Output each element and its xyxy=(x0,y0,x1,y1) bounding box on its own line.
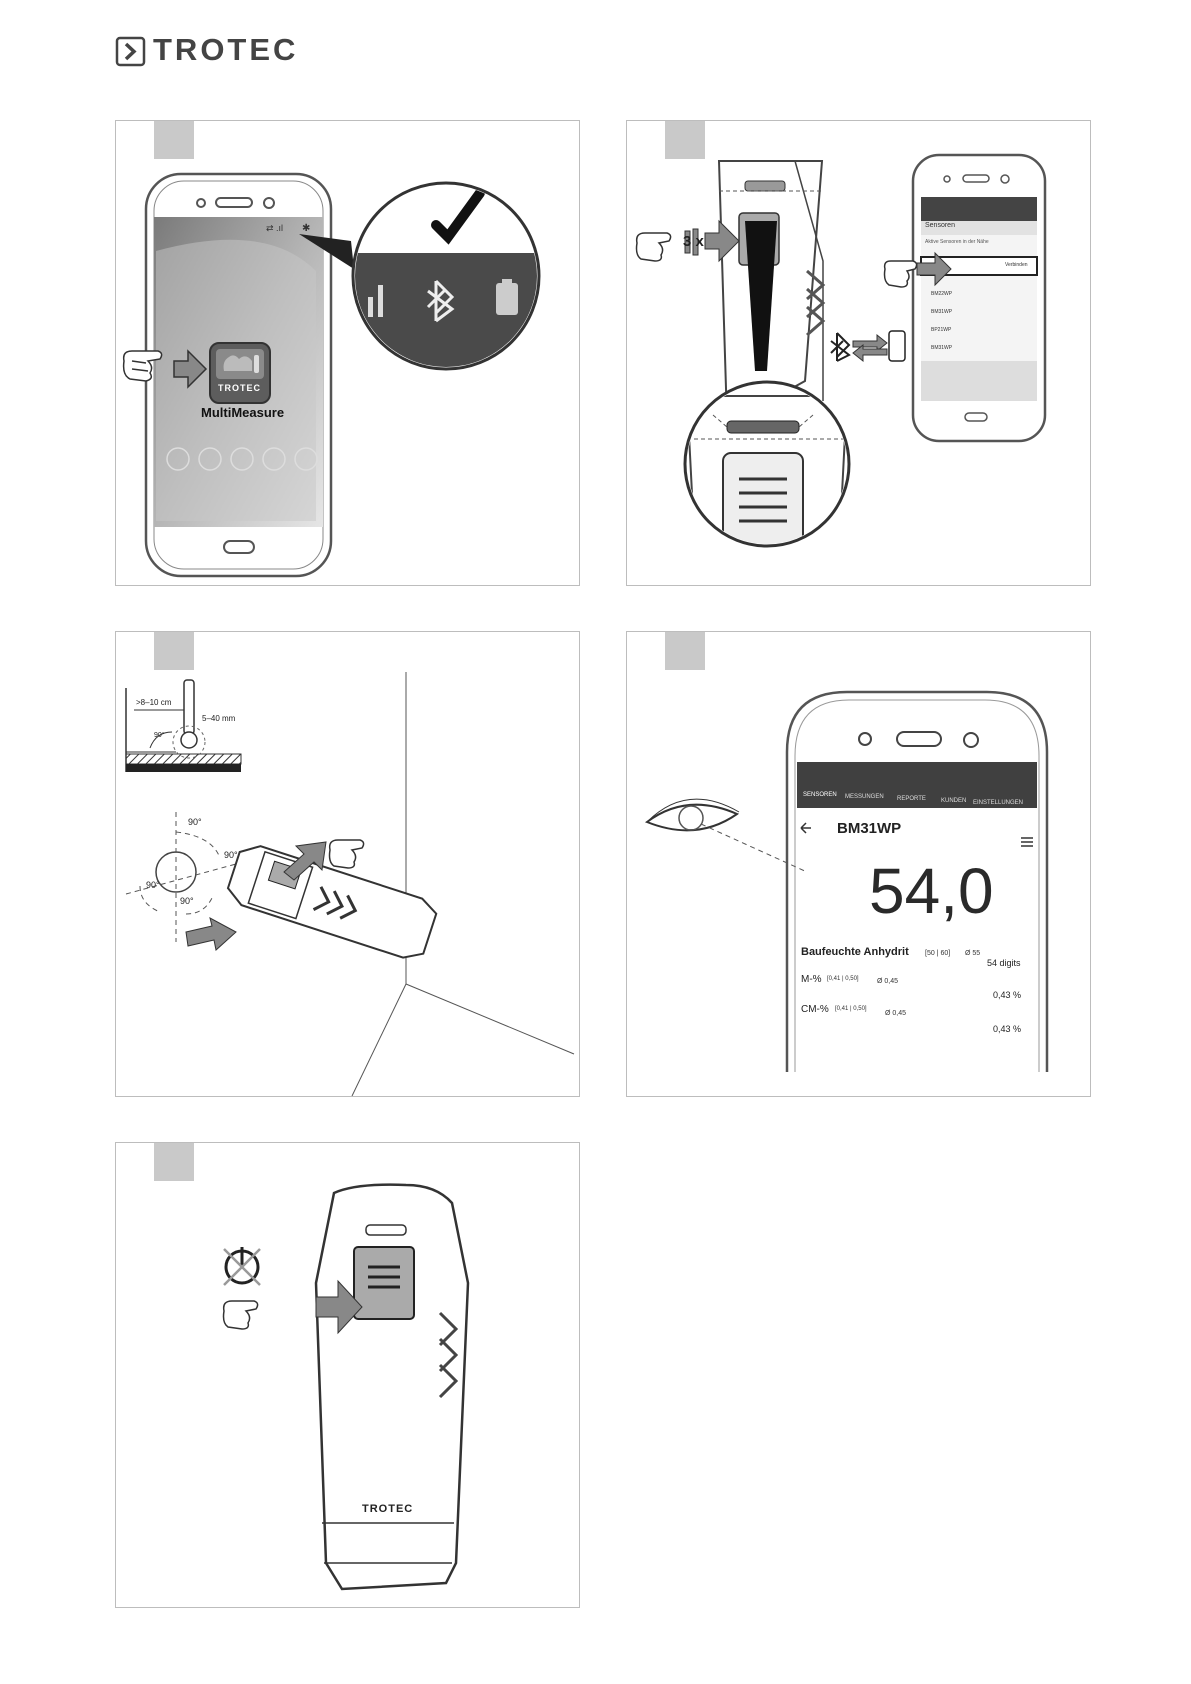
distance-wall-label: >8–10 cm xyxy=(136,698,172,707)
angle-label: 90° xyxy=(188,817,202,827)
angle-label: 90° xyxy=(224,850,238,860)
step-number-box xyxy=(154,632,194,670)
device-name-title: BM31WP xyxy=(837,820,902,837)
step-number-box xyxy=(154,121,194,159)
phone-app-illustration: ⇄ .ıl ✱ xyxy=(122,172,541,578)
row-label: M-% xyxy=(801,974,822,985)
angle-label: 90° xyxy=(154,732,165,739)
step-panel-4: SENSOREN MESSUNGEN REPORTE KUNDEN EINSTE… xyxy=(626,631,1091,1097)
row-range: [0,41 | 0,50] xyxy=(827,976,859,982)
connect-button[interactable]: Verbinden xyxy=(1005,262,1028,268)
step-panel-2: 3 x Sensoren Aktive Sensoren in der Nähe… xyxy=(626,120,1091,586)
distance-depth-label: 5–40 mm xyxy=(202,714,236,723)
row-label: CM-% xyxy=(801,1004,829,1015)
row-label: Baufeuchte Anhydrit xyxy=(801,946,909,958)
step-number-box xyxy=(154,1143,194,1181)
angle-label: 90° xyxy=(180,896,194,906)
pairing-illustration xyxy=(635,153,1047,548)
device-list-item[interactable]: BM22WP xyxy=(931,291,953,297)
device-brand-label: TROTEC xyxy=(362,1503,414,1515)
step-number-box xyxy=(665,121,705,159)
trotec-logo: TROTEC xyxy=(115,32,355,67)
step-panel-5: TROTEC xyxy=(115,1142,580,1608)
tab-einstellungen[interactable]: EINSTELLUNGEN xyxy=(973,800,1024,806)
row-range: [0,41 | 0,50] xyxy=(835,1006,867,1012)
row-value: 0,43 % xyxy=(993,990,1022,1000)
press-count-label: 3 x xyxy=(683,233,704,250)
app-badge: TROTEC xyxy=(218,383,261,393)
app-screen-hint: Aktive Sensoren in der Nähe xyxy=(925,239,989,245)
row-avg: Ø 0,45 xyxy=(877,978,899,985)
power-off-illustration xyxy=(222,1183,470,1591)
row-avg: Ø 55 xyxy=(965,950,981,957)
step-panel-3: >8–10 cm 5–40 mm 90° 90° 90° 90° 90° xyxy=(115,631,580,1097)
row-avg: Ø 0,45 xyxy=(885,1010,907,1017)
brand-wordmark: TROTEC xyxy=(153,32,299,67)
reading-illustration xyxy=(644,690,1049,1072)
step-number-box xyxy=(665,632,705,670)
tab-reporte[interactable]: REPORTE xyxy=(897,796,926,802)
row-value: 54 digits xyxy=(987,958,1021,968)
svg-text:⇄ .ıl: ⇄ .ıl xyxy=(266,223,283,233)
step-panel-1: ⇄ .ıl ✱ TROT xyxy=(115,120,580,586)
tab-sensoren[interactable]: SENSOREN xyxy=(803,792,837,798)
device-list-item[interactable]: BM31WP xyxy=(931,345,953,351)
svg-text:✱: ✱ xyxy=(302,223,310,234)
angle-label: 90° xyxy=(146,880,160,890)
reading-value: 54,0 xyxy=(869,855,994,927)
row-range: [50 | 60] xyxy=(925,950,951,957)
device-list-item[interactable]: BP21WP xyxy=(931,327,952,333)
tab-kunden[interactable]: KUNDEN xyxy=(941,798,967,804)
measurement-position-illustration xyxy=(125,672,575,1096)
tab-messungen[interactable]: MESSUNGEN xyxy=(845,794,884,800)
device-list-item[interactable]: BM31WP xyxy=(931,309,953,315)
app-screen-title: Sensoren xyxy=(925,222,955,229)
row-value: 0,43 % xyxy=(993,1024,1022,1034)
app-name-label[interactable]: MultiMeasure xyxy=(201,405,285,420)
